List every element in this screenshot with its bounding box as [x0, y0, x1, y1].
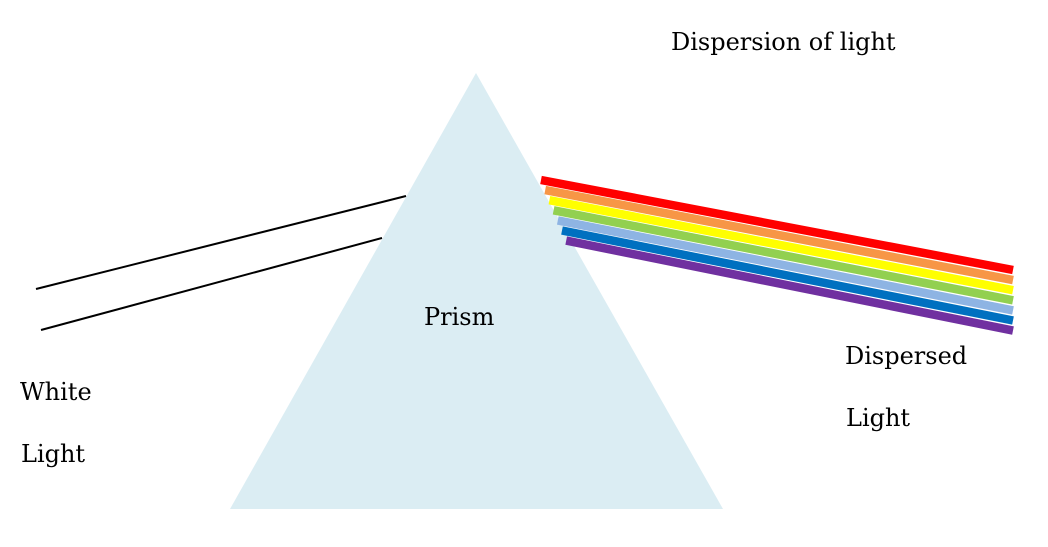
- white-light-label-line1: White: [20, 378, 92, 406]
- prism-shape: [230, 73, 723, 509]
- white-light-rays: [35, 195, 407, 331]
- white-light-ray-lower: [40, 237, 383, 331]
- band-blue: [561, 226, 1014, 325]
- white-light-ray-upper: [35, 195, 407, 290]
- band-green: [552, 206, 1014, 305]
- diagram-title: Dispersion of light: [671, 28, 896, 56]
- white-light-label-line2: Light: [21, 440, 86, 468]
- band-light-blue: [556, 216, 1014, 315]
- band-yellow: [548, 196, 1014, 295]
- dispersed-light-label-line2: Light: [846, 404, 911, 432]
- dispersed-light-bands: [540, 175, 1014, 335]
- band-red: [540, 175, 1014, 275]
- prism-label: Prism: [424, 303, 495, 331]
- band-purple: [565, 236, 1014, 335]
- dispersed-light-label-line1: Dispersed: [845, 342, 968, 370]
- band-orange: [544, 185, 1014, 285]
